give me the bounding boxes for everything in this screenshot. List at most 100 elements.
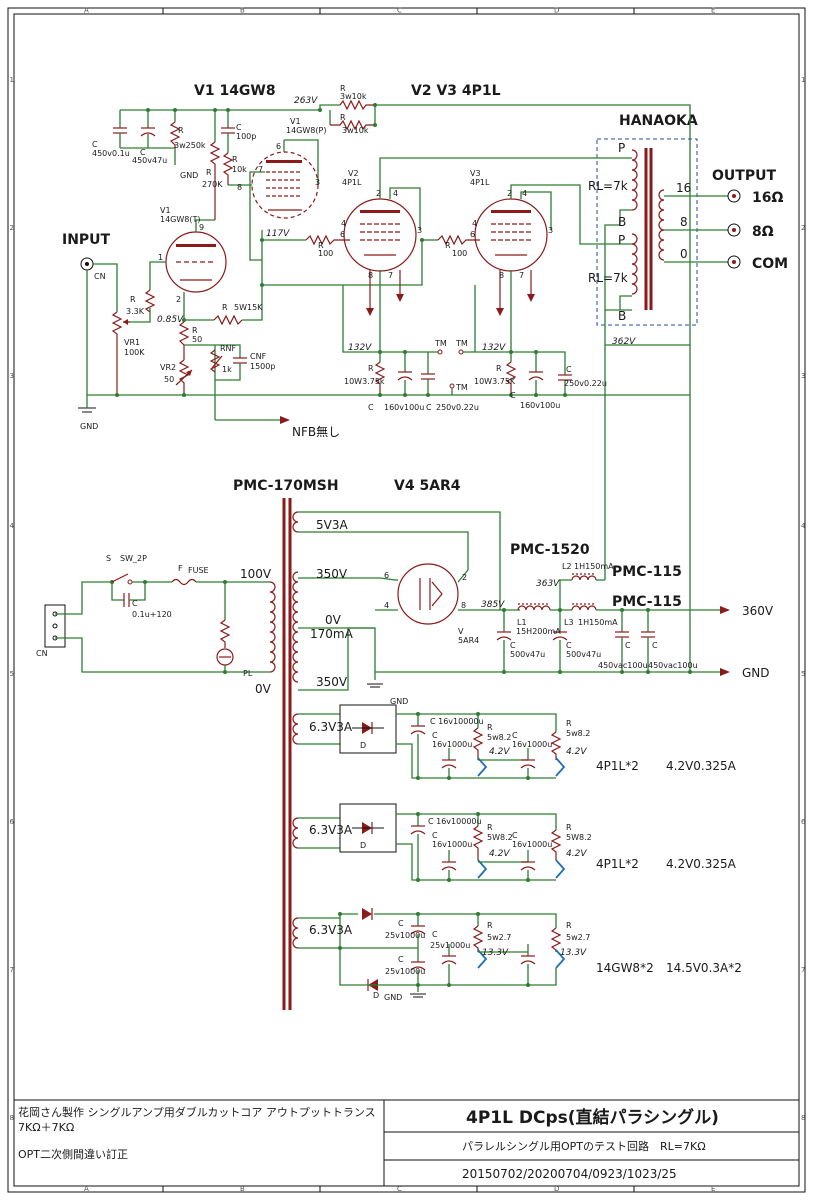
cnf-value: 1500p <box>250 362 275 371</box>
h1-r2-value: 5w8.2 <box>566 729 590 738</box>
ac-input-section <box>44 573 276 674</box>
grid-row-label: 2 <box>801 224 805 232</box>
tap-8: 8 <box>680 215 688 229</box>
r270-value: 270K <box>202 180 223 189</box>
voltage-h42c: 4.2V <box>489 849 510 859</box>
grid-row-label: 1 <box>10 76 14 84</box>
v1-pentode-tube <box>228 139 319 262</box>
r3w10k-a-name: R <box>340 84 346 93</box>
heading-v4: V4 5AR4 <box>394 478 461 494</box>
v3-pin: 4 <box>522 189 527 198</box>
h3-r1-name: R <box>487 921 493 930</box>
v4-pin-2: 2 <box>462 573 467 582</box>
h2-r2-name: R <box>566 823 572 832</box>
r100a-name: R <box>318 241 324 250</box>
l1-value: 15H200mA <box>516 627 561 636</box>
h2-load: 4P1L*2 <box>596 857 639 871</box>
grid-col-label: C <box>397 1185 402 1193</box>
voltage-132a: 132V <box>348 343 372 353</box>
title-dates: 20150702/20200704/0923/1023/25 <box>462 1167 677 1181</box>
cn-ac-label: CN <box>36 649 48 658</box>
h1-c2-value: 16v1000u <box>432 740 472 749</box>
opt-rl1: RL=7k <box>588 179 628 193</box>
c1-name: C <box>92 140 98 149</box>
v3-value: 4P1L <box>470 178 490 187</box>
input-network <box>78 257 690 424</box>
v1p-pin: 3 <box>315 178 320 187</box>
r10k-value: 10k <box>232 165 247 174</box>
v1p-pin: 8 <box>237 183 242 192</box>
h3-r1-value: 5w2.7 <box>487 933 511 942</box>
cr1-value: 500v47u <box>510 650 545 659</box>
v2-value: 4P1L <box>342 178 362 187</box>
r3w10k-b-name: R <box>340 113 346 122</box>
cnf-name: CNF <box>250 352 267 361</box>
h2-secondary: 6.3V3A <box>309 823 353 837</box>
v1t-value: 14GW8(T) <box>160 215 201 224</box>
v3-cathode-network <box>458 285 572 397</box>
c2-value: 450v47u <box>132 156 167 165</box>
secondary-350v-a: 350V <box>316 567 348 581</box>
vr2-value: 50 <box>164 375 174 384</box>
title-main: 4P1L DCps(直結パラシングル) <box>466 1107 719 1128</box>
heater-supply-3 <box>298 908 566 998</box>
h1-c3-name: C <box>512 731 518 740</box>
r100a-value: 100 <box>318 249 333 258</box>
cn-input-label: CN <box>94 272 106 281</box>
cr4-name: C <box>652 641 658 650</box>
heater-supply-1 <box>298 704 566 780</box>
ck2-value: 160v100u <box>384 403 424 412</box>
voltage-0-85: 0.85V <box>157 315 184 325</box>
secondary-170ma: 170mA <box>310 627 354 641</box>
voltage-132b: 132V <box>482 343 506 353</box>
h3-c3-value: 25v1000u <box>385 967 425 976</box>
v2-pin: 7 <box>388 271 393 280</box>
sheet-border <box>7 7 806 1193</box>
grid-row-label: 6 <box>10 818 15 826</box>
r270-name: R <box>206 168 212 177</box>
h1-secondary: 6.3V3A <box>309 720 353 734</box>
primary-0v: 0V <box>255 682 272 696</box>
grid-row-label: 6 <box>801 818 806 826</box>
secondary-0v: 0V <box>325 613 342 627</box>
sw-name: S <box>106 554 111 563</box>
cr2-name: C <box>566 641 572 650</box>
v4-pin-8: 8 <box>461 601 466 610</box>
v4-pin-6: 6 <box>384 571 389 580</box>
grid-row-label: 3 <box>10 372 14 380</box>
h1-c2-name: C <box>432 731 438 740</box>
v1p-pin: 6 <box>276 142 281 151</box>
l2-value: 1H150mA <box>574 562 614 571</box>
v2-pin: 4 <box>393 189 398 198</box>
power-transformer <box>282 498 501 1010</box>
h3-c1-value: 25v1000u <box>385 931 425 940</box>
rnf-value: 1k <box>222 365 232 374</box>
heading-input: INPUT <box>62 232 111 248</box>
tm3-label: TM <box>455 383 468 392</box>
r33k-name: R <box>130 295 136 304</box>
csw-value: 0.1u+120 <box>132 610 172 619</box>
heater-supply-2 <box>298 803 566 882</box>
heading-output: OUTPUT <box>712 168 776 184</box>
grid-row-label: 5 <box>801 670 805 678</box>
h2-c3-value: 16v1000u <box>512 840 552 849</box>
output-transformer <box>595 138 741 346</box>
v3-name: V3 <box>470 169 481 178</box>
grid-row-label: 7 <box>801 966 805 974</box>
cbp2-name: C <box>426 403 432 412</box>
voltage-h42b: 4.2V <box>566 747 587 757</box>
title-note-1: 花岡さん製作 シングルアンプ用ダブルカットコア アウトプットトランス <box>18 1105 376 1119</box>
r1-name: R <box>178 126 184 135</box>
h2-c2-name: C <box>432 831 438 840</box>
gnd3-label: GND <box>390 697 408 706</box>
heading-pmc115a: PMC-115 <box>612 564 682 580</box>
h1-r1-name: R <box>487 723 493 732</box>
vr2-name: VR2 <box>160 363 176 372</box>
cr3-name: C <box>625 641 631 650</box>
r3w10k-a-value: 3w10k <box>340 92 367 101</box>
h3-c3-name: C <box>398 955 404 964</box>
grid-row-label: 3 <box>801 372 805 380</box>
sw-value: SW_2P <box>120 554 147 563</box>
vr1-name: VR1 <box>124 338 140 347</box>
v3-pin: 8 <box>499 271 504 280</box>
